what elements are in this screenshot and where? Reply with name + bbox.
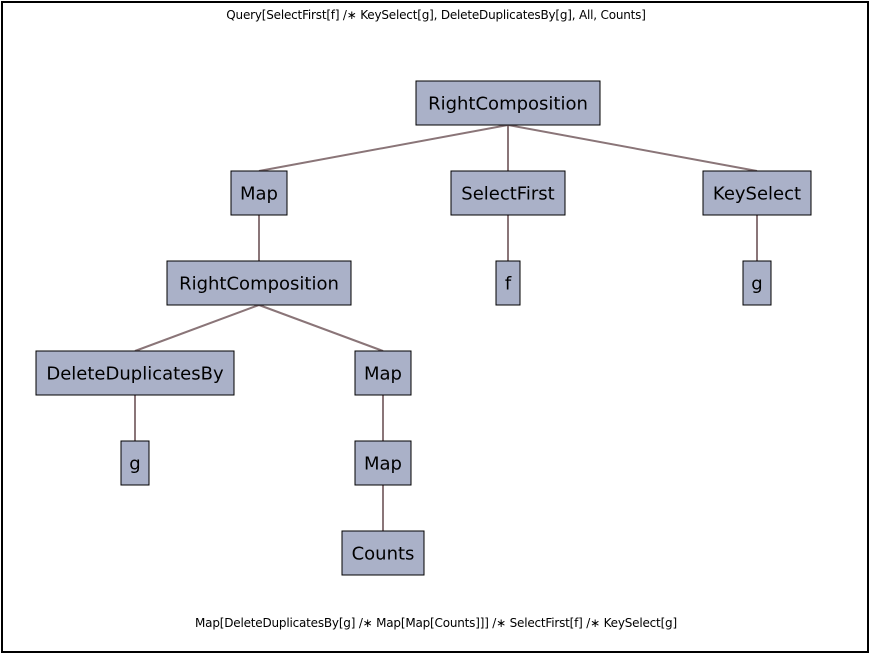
tree-node-box [450, 170, 566, 216]
tree-node-box [702, 170, 812, 216]
tree-node: RightComposition [166, 260, 352, 306]
bottom-caption: Map[DeleteDuplicatesBy[g] /∗ Map[Map[Cou… [195, 616, 677, 630]
tree-node: Counts [341, 530, 425, 576]
tree-node-label: KeySelect [713, 184, 801, 205]
tree-node-label: Map [364, 454, 402, 475]
tree-node-box [120, 440, 150, 486]
tree-node-label: Counts [352, 544, 415, 565]
tree-node-box [354, 440, 412, 486]
tree-node-label: g [751, 274, 762, 295]
tree-node-box [742, 260, 772, 306]
tree-node-box [415, 80, 601, 126]
tree-node-box [495, 260, 521, 306]
tree-edge [507, 124, 758, 172]
tree-node-label: RightComposition [179, 274, 339, 295]
tree-node-box [230, 170, 288, 216]
tree-node-label: f [505, 274, 512, 295]
tree-node: KeySelect [702, 170, 812, 216]
tree-node-label: g [129, 454, 140, 475]
tree-node: g [742, 260, 772, 306]
tree-node-box [35, 350, 235, 396]
tree-node-box [341, 530, 425, 576]
tree-node-box [354, 350, 412, 396]
tree-node-label: SelectFirst [461, 184, 554, 205]
tree-node: g [120, 440, 150, 486]
top-caption: Query[SelectFirst[f] /∗ KeySelect[g], De… [226, 8, 646, 22]
tree-node-label: Map [240, 184, 278, 205]
tree-node: Map [354, 440, 412, 486]
tree-edge [258, 304, 384, 352]
tree-node: RightComposition [415, 80, 601, 126]
tree-node: Map [230, 170, 288, 216]
tree-node: DeleteDuplicatesBy [35, 350, 235, 396]
tree-node-label: RightComposition [428, 94, 588, 115]
tree-edge [258, 124, 509, 172]
tree-node-label: DeleteDuplicatesBy [46, 364, 224, 385]
tree-node: Map [354, 350, 412, 396]
tree-node-box [166, 260, 352, 306]
tree-edge [134, 304, 260, 352]
tree-node: f [495, 260, 521, 306]
tree-node: SelectFirst [450, 170, 566, 216]
tree-node-label: Map [364, 364, 402, 385]
